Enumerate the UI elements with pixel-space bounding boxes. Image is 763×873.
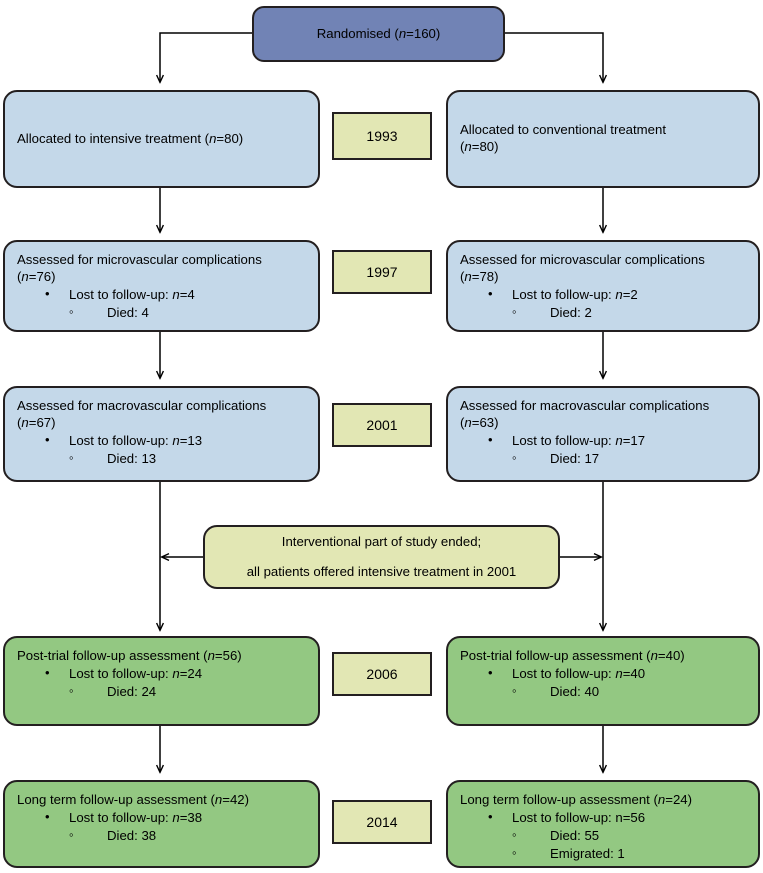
n-italic: n [172, 809, 180, 825]
right-longterm-title: Long term follow-up assessment (n=24) [460, 792, 693, 807]
bullet-lost-to-followup: Lost to follow-up: n=56 [460, 809, 746, 827]
bullet-died: Died: 38 [17, 827, 306, 845]
left-allocation-text: Allocated to intensive treatment (n=80) [17, 130, 244, 146]
left-micro-n: (n=76) [17, 268, 56, 284]
bullet-emigrated: Emigrated: 1 [460, 845, 746, 863]
right-allocation-line2: (n=80) [460, 139, 499, 154]
n-italic: n [172, 432, 180, 448]
n-italic: n [398, 25, 407, 41]
bullet-died: Died: 55 [460, 827, 746, 845]
bullet-died: Died: 13 [17, 450, 306, 468]
right-macro-n: (n=63) [460, 414, 499, 430]
left-longterm-box: Long term follow-up assessment (n=42) Lo… [3, 780, 320, 868]
bullet-lost-to-followup: Lost to follow-up: n=40 [460, 665, 746, 683]
randomised-label: Randomised (n=160) [316, 25, 441, 41]
left-longterm-bullets: Lost to follow-up: n=38 Died: 38 [17, 809, 306, 845]
right-macrovascular-box: Assessed for macrovascular complications… [446, 386, 760, 482]
year-label: 2001 [366, 417, 398, 433]
year-label: 2014 [366, 814, 398, 830]
right-longterm-box: Long term follow-up assessment (n=24) Lo… [446, 780, 760, 868]
n-italic: n [464, 268, 472, 284]
left-posttrial-box: Post-trial follow-up assessment (n=56) L… [3, 636, 320, 726]
bullet-lost-to-followup: Lost to follow-up: n=38 [17, 809, 306, 827]
bullet-lost-to-followup: Lost to follow-up: n=17 [460, 432, 746, 450]
left-macro-n: (n=67) [17, 414, 56, 430]
left-posttrial-title: Post-trial follow-up assessment (n=56) [17, 648, 242, 663]
left-longterm-title: Long term follow-up assessment (n=42) [17, 792, 250, 807]
bullet-died: Died: 24 [17, 683, 306, 701]
n-italic: n [207, 648, 215, 663]
left-allocation-box: Allocated to intensive treatment (n=80) [3, 90, 320, 188]
interventional-ended-box: Interventional part of study ended; all … [203, 525, 560, 589]
bullet-died: Died: 40 [460, 683, 746, 701]
left-micro-bullets: Lost to follow-up: n=4 Died: 4 [17, 286, 306, 322]
bullet-died: Died: 2 [460, 304, 746, 322]
left-micro-title: Assessed for microvascular complications [17, 252, 262, 267]
left-macro-bullets: Lost to follow-up: n=13 Died: 13 [17, 432, 306, 468]
n-italic: n [214, 792, 223, 807]
n-italic: n [172, 665, 180, 681]
year-marker-2001: 2001 [332, 403, 432, 447]
right-macro-bullets: Lost to follow-up: n=17 Died: 17 [460, 432, 746, 468]
year-label: 1993 [366, 128, 398, 144]
left-macro-title: Assessed for macrovascular complications [17, 398, 267, 413]
interventional-line-2: all patients offered intensive treatment… [246, 563, 517, 579]
bullet-died: Died: 17 [460, 450, 746, 468]
n-italic: n [172, 286, 180, 302]
n-italic: n [615, 286, 623, 302]
year-label: 2006 [366, 666, 398, 682]
left-microvascular-box: Assessed for microvascular complications… [3, 240, 320, 332]
year-marker-1993: 1993 [332, 112, 432, 160]
right-allocation-box: Allocated to conventional treatment (n=8… [446, 90, 760, 188]
bullet-lost-to-followup: Lost to follow-up: n=13 [17, 432, 306, 450]
bullet-died: Died: 4 [17, 304, 306, 322]
n-italic: n [464, 414, 472, 430]
left-macrovascular-box: Assessed for macrovascular complications… [3, 386, 320, 482]
n-italic: n [209, 130, 217, 146]
right-posttrial-box: Post-trial follow-up assessment (n=40) L… [446, 636, 760, 726]
right-posttrial-title: Post-trial follow-up assessment (n=40) [460, 648, 685, 663]
right-longterm-bullets: Lost to follow-up: n=56 Died: 55 Emigrat… [460, 809, 746, 863]
right-micro-n: (n=78) [460, 268, 499, 284]
year-marker-1997: 1997 [332, 250, 432, 294]
n-italic: n [21, 414, 29, 430]
n-italic: n [650, 648, 658, 663]
right-allocation-line1: Allocated to conventional treatment [460, 122, 666, 138]
year-marker-2014: 2014 [332, 800, 432, 844]
n-italic: n [615, 665, 623, 681]
randomised-box: Randomised (n=160) [252, 6, 505, 62]
n-italic: n [615, 432, 623, 448]
year-label: 1997 [366, 264, 398, 280]
n-italic: n [464, 139, 472, 154]
interventional-line-1: Interventional part of study ended; [281, 533, 482, 549]
bullet-lost-to-followup: Lost to follow-up: n=2 [460, 286, 746, 304]
bullet-lost-to-followup: Lost to follow-up: n=4 [17, 286, 306, 304]
right-posttrial-bullets: Lost to follow-up: n=40 Died: 40 [460, 665, 746, 701]
right-macro-title: Assessed for macrovascular complications [460, 398, 710, 413]
right-micro-bullets: Lost to follow-up: n=2 Died: 2 [460, 286, 746, 322]
right-microvascular-box: Assessed for microvascular complications… [446, 240, 760, 332]
left-posttrial-bullets: Lost to follow-up: n=24 Died: 24 [17, 665, 306, 701]
n-italic: n [21, 268, 29, 284]
n-italic: n [657, 792, 666, 807]
bullet-lost-to-followup: Lost to follow-up: n=24 [17, 665, 306, 683]
right-micro-title: Assessed for microvascular complications [460, 252, 705, 267]
year-marker-2006: 2006 [332, 652, 432, 696]
